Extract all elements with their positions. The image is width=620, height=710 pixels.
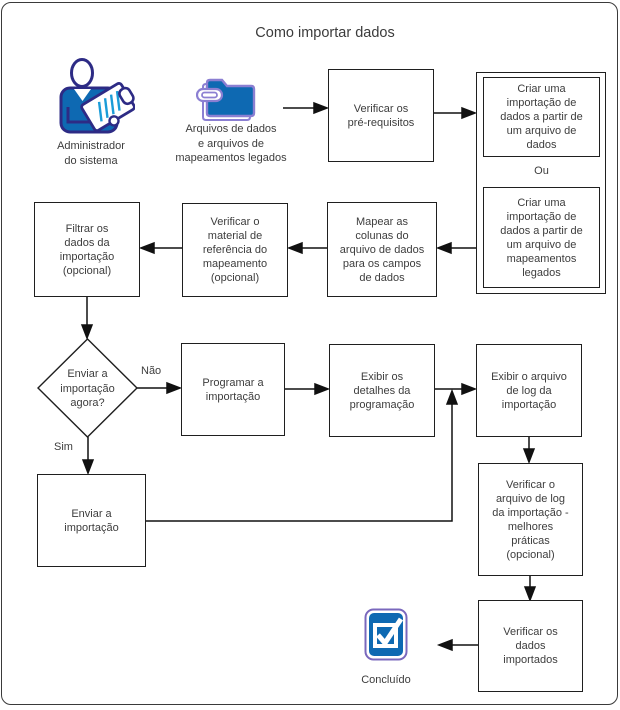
node-enviar-importacao: Enviar a importação — [37, 474, 146, 567]
completed-checkbox-icon — [364, 608, 408, 661]
node-programar-importacao: Programar a importação — [181, 343, 285, 436]
node-verificar-arquivo-log-praticas: Verificar o arquivo de log da importação… — [478, 463, 583, 576]
decision-label: Enviar a importação agora? — [60, 368, 115, 409]
completed-label: Concluído — [361, 674, 411, 686]
node-exibir-arquivo-log: Exibir o arquivo de log da importação — [476, 344, 582, 437]
node-verificar-dados-importados: Verificar os dados importados — [478, 600, 583, 692]
paperclip-icon — [196, 87, 224, 103]
node-mapear-colunas: Mapear as colunas do arquivo de dados pa… — [327, 202, 437, 297]
edge-label-sim: Sim — [54, 441, 73, 453]
label-ou: Ou — [534, 165, 549, 177]
node-filtrar-dados: Filtrar os dados da importação (opcional… — [34, 202, 140, 297]
node-verificar-material-referencia: Verificar o material de referência do ma… — [182, 203, 288, 297]
node-criar-importacao-arquivo-dados: Criar uma importação de dados a partir d… — [483, 77, 600, 157]
legacy-files-label: Arquivos de dados e arquivos de mapeamen… — [175, 123, 287, 164]
system-administrator-icon — [59, 58, 135, 134]
edge-label-nao: Não — [141, 365, 162, 377]
legacy-files-icon — [196, 78, 256, 121]
diagram-title: Como importar dados — [255, 25, 395, 41]
system-administrator-label: Administrador do sistema — [57, 140, 125, 167]
node-verificar-pre-requisitos: Verificar os pré-requisitos — [328, 69, 434, 162]
node-criar-importacao-mapeamentos-legados: Criar uma importação de dados a partir d… — [483, 187, 600, 288]
node-exibir-detalhes-programacao: Exibir os detalhes da programação — [329, 344, 435, 437]
